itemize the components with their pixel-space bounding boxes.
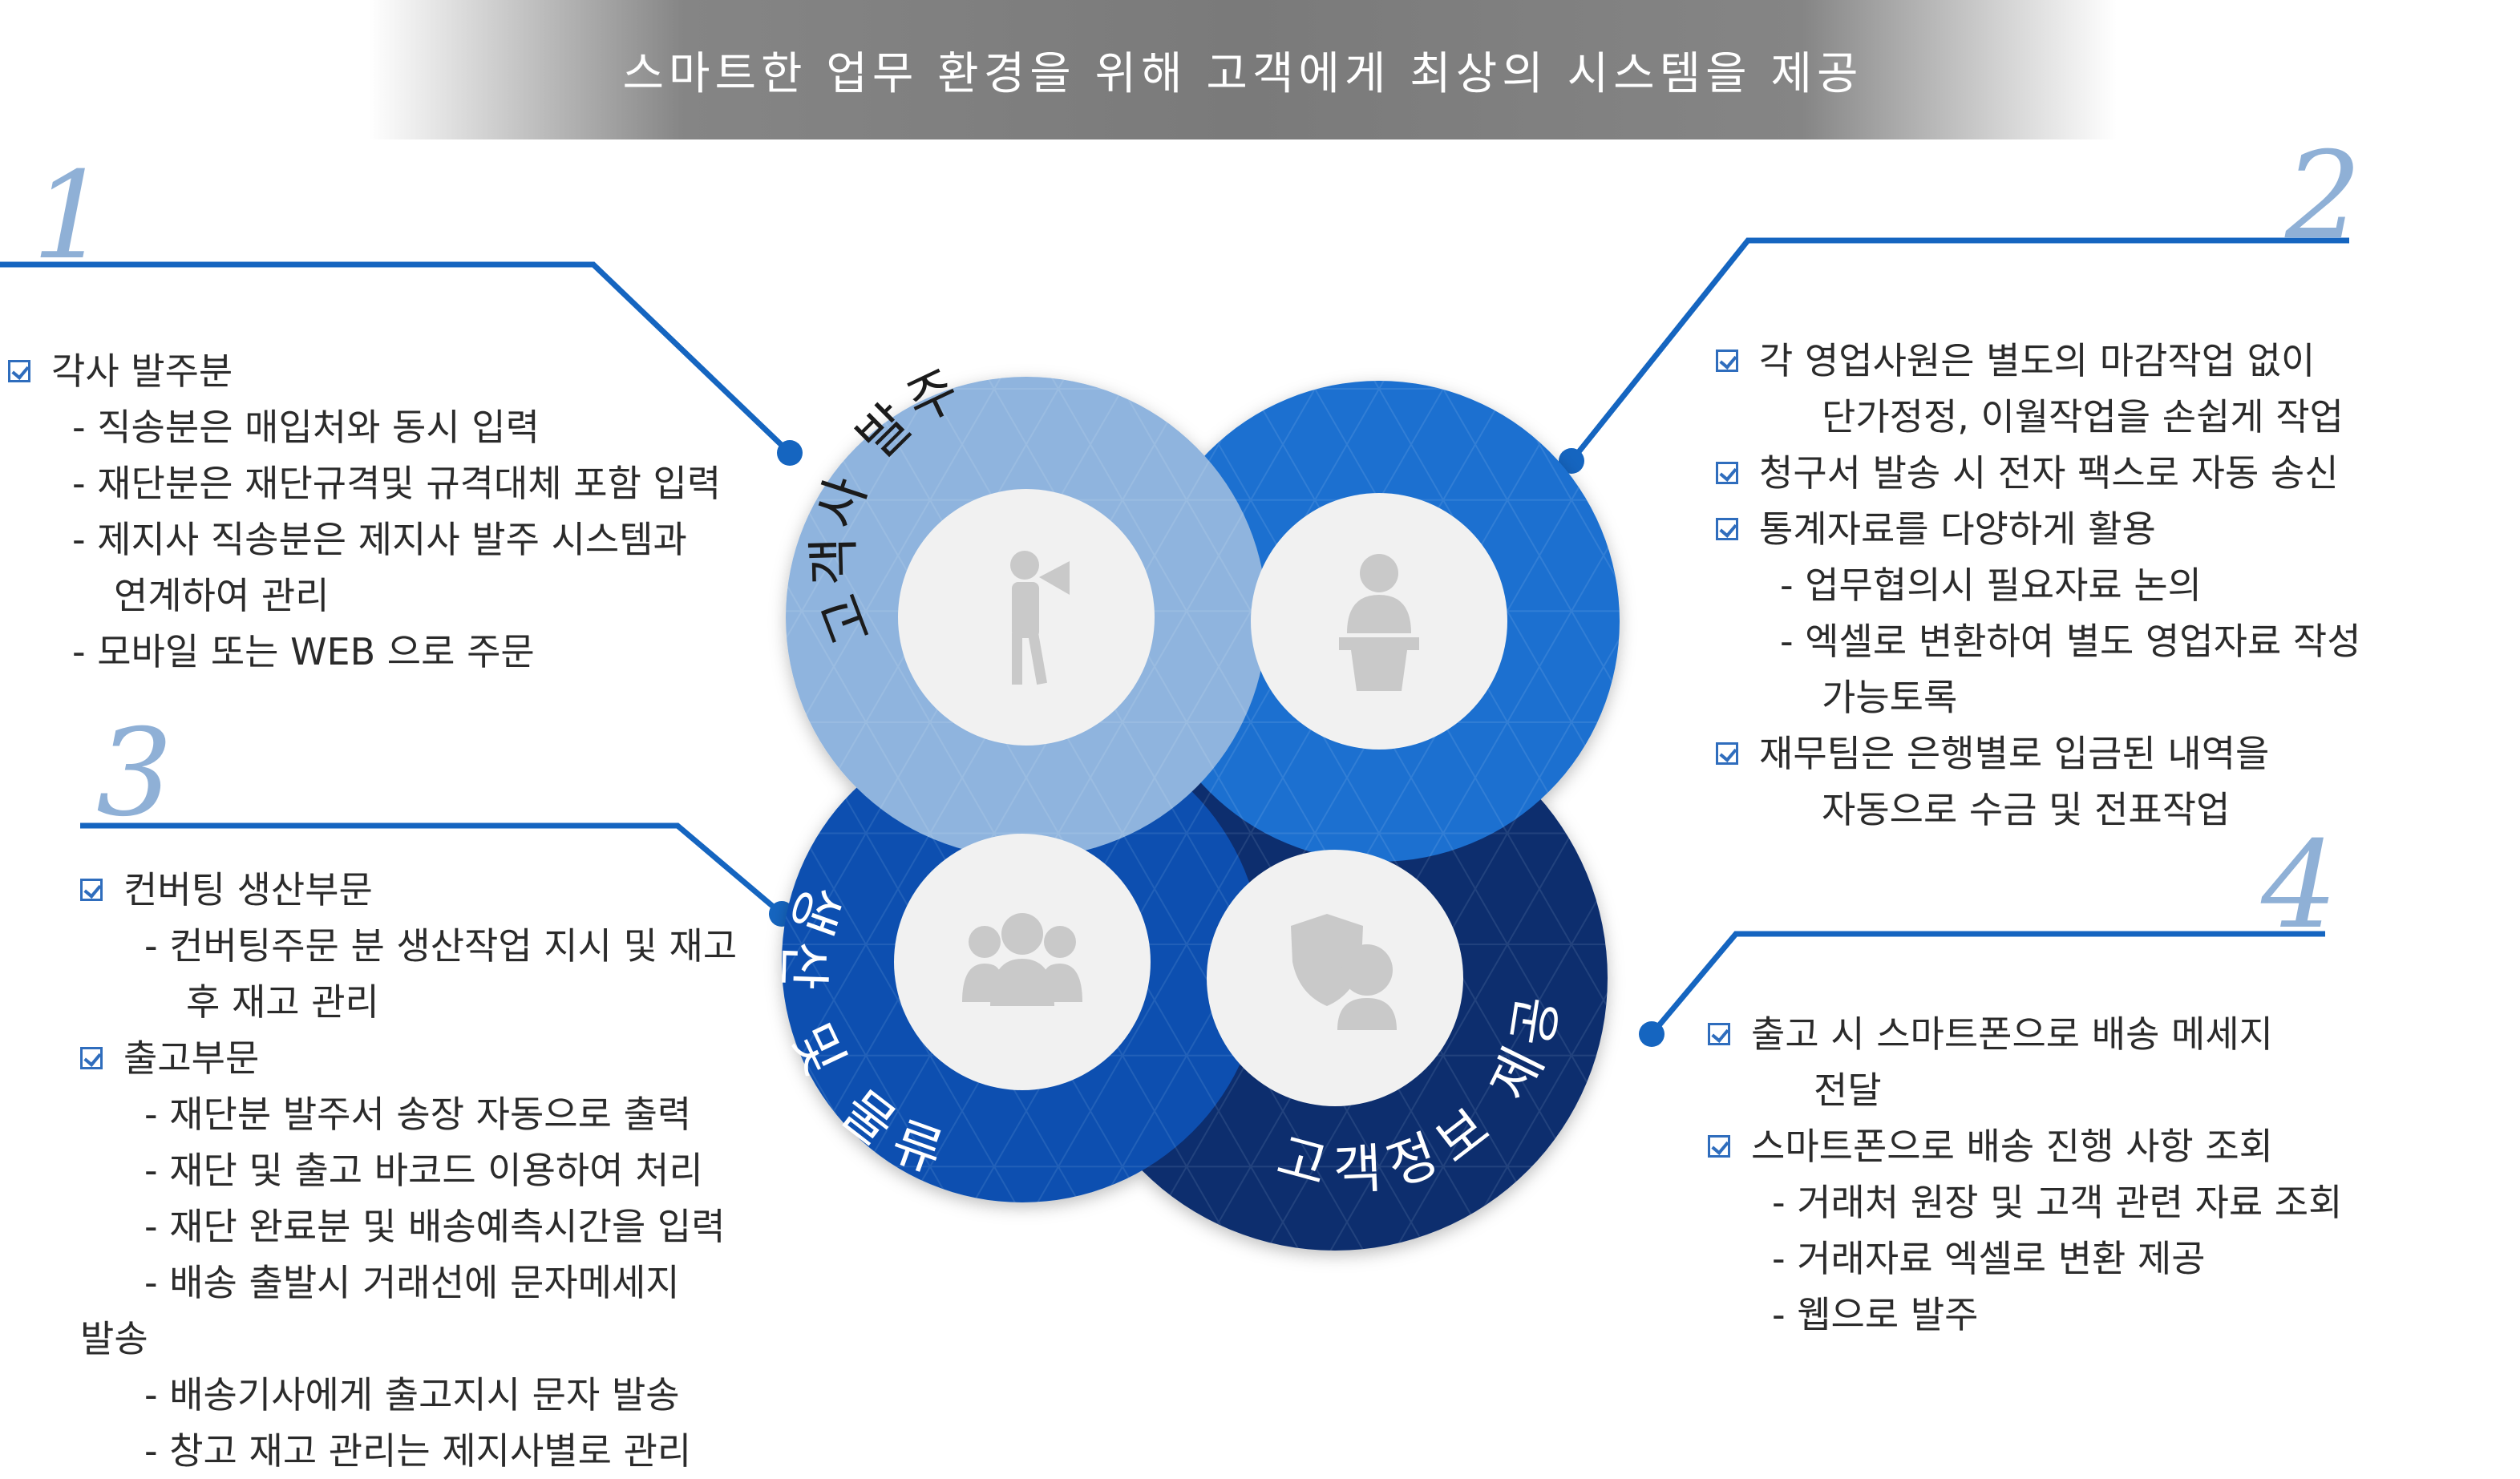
checkbox-icon bbox=[1716, 518, 1738, 540]
panel-item: 재단분은 재단규격및 규격대체 포함 입력 bbox=[8, 455, 721, 511]
panel-item-text: 모바일 또는 WEB 으로 주문 bbox=[8, 624, 534, 680]
checkbox-icon bbox=[8, 360, 30, 382]
panel-item: 제지사 직송분은 제지사 발주 시스템과 bbox=[8, 511, 721, 568]
ring-label-2: 영업 및 재무 bbox=[1256, 276, 1659, 407]
checkbox-icon bbox=[1716, 350, 1738, 372]
panel-item: 컨버팅주문 분 생산작업 지시 및 재고 bbox=[80, 918, 737, 974]
panel-item-text: 후 재고 관리 bbox=[186, 980, 379, 1024]
connector-line-4 bbox=[1649, 931, 2325, 1037]
panel-item: 배송 출발시 거래선에 문자메세지 bbox=[80, 1255, 737, 1311]
panel-item: 자동으로 수금 및 전표작업 bbox=[1716, 782, 2361, 838]
section-number-3: 3 bbox=[96, 704, 173, 843]
panel-item: 후 재고 관리 bbox=[80, 974, 737, 1030]
panel-item-text: 출고부문 bbox=[123, 1037, 260, 1080]
panel-item: 발송 bbox=[80, 1311, 737, 1367]
header-banner bbox=[369, 0, 2117, 139]
panel-item: 창고 재고 관리는 제지사별로 관리 bbox=[80, 1423, 737, 1479]
panel-item: 모바일 또는 WEB 으로 주문 bbox=[8, 624, 721, 680]
panel-item: 단가정정, 이월작업을 손쉽게 작업 bbox=[1716, 389, 2361, 445]
panel-item-text: 업무협의시 필요자료 논의 bbox=[1716, 557, 2202, 613]
panel-item: 출고 시 스마트폰으로 배송 메세지 bbox=[1708, 1006, 2342, 1062]
panel-item: 각사 발주분 bbox=[8, 343, 721, 399]
panel-item: 전달 bbox=[1708, 1062, 2342, 1118]
section-panel-1: 각사 발주분직송분은 매입처와 동시 입력재단분은 재단규격및 규격대체 포함 … bbox=[8, 343, 721, 680]
panel-item: 통계자료를 다양하게 활용 bbox=[1716, 501, 2361, 557]
panel-item-text: 전달 bbox=[1814, 1069, 1882, 1112]
checkbox-icon bbox=[1708, 1023, 1730, 1045]
connector-lines bbox=[0, 237, 2349, 1037]
panel-item-text: 스마트폰으로 배송 진행 사항 조회 bbox=[1751, 1125, 2273, 1168]
connector-line-2 bbox=[1569, 237, 2349, 463]
panel-item-text: 재단분은 재단규격및 규격대체 포함 입력 bbox=[8, 455, 721, 511]
panel-item: 거래처 원장 및 고객 관련 자료 조회 bbox=[1708, 1174, 2342, 1230]
checkbox-icon bbox=[1708, 1135, 1730, 1158]
panel-item-text: 발송 bbox=[80, 1317, 148, 1360]
panel-item: 재단 및 출고 바코드 이용하여 처리 bbox=[80, 1142, 737, 1198]
panel-item: 직송분은 매입처와 동시 입력 bbox=[8, 399, 721, 455]
panel-item: 출고부문 bbox=[80, 1030, 737, 1086]
panel-item-text: 연계하여 관리 bbox=[114, 574, 330, 617]
panel-item: 배송기사에게 출고지시 문자 발송 bbox=[80, 1367, 737, 1423]
panel-item-text: 재단분 발주서 송장 자동으로 출력 bbox=[80, 1086, 691, 1142]
panel-item-text: 거래자료 엑셀로 변환 제공 bbox=[1708, 1230, 2205, 1287]
section-number-2: 2 bbox=[2285, 127, 2362, 266]
section-number-1: 1 bbox=[32, 147, 109, 286]
panel-item-text: 배송 출발시 거래선에 문자메세지 bbox=[80, 1255, 679, 1311]
section-number-4: 4 bbox=[2261, 816, 2338, 956]
megaphone-person-icon bbox=[1010, 551, 1070, 685]
panel-item-text: 각사 발주분 bbox=[51, 350, 233, 393]
panel-item-text: 웹으로 발주 bbox=[1708, 1287, 1978, 1343]
panel-item-text: 배송기사에게 출고지시 문자 발송 bbox=[80, 1367, 679, 1423]
panel-item: 재단 완료분 및 배송예측시간을 입력 bbox=[80, 1198, 737, 1255]
panel-item-text: 컨버팅 생산부문 bbox=[123, 868, 373, 911]
panel-item-text: 각 영업사원은 별도의 마감작업 없이 bbox=[1759, 339, 2316, 382]
checkbox-icon bbox=[1716, 462, 1738, 484]
connector-line-3 bbox=[80, 822, 784, 916]
panel-item-text: 재단 완료분 및 배송예측시간을 입력 bbox=[80, 1198, 725, 1255]
team-group-icon bbox=[962, 913, 1082, 1006]
panel-item-text: 출고 시 스마트폰으로 배송 메세지 bbox=[1751, 1012, 2273, 1056]
panel-item-text: 거래처 원장 및 고객 관련 자료 조회 bbox=[1708, 1174, 2342, 1230]
panel-item-text: 제지사 직송분은 제지사 발주 시스템과 bbox=[8, 511, 687, 568]
speaker-podium-icon bbox=[1339, 554, 1419, 691]
panel-item: 가능토록 bbox=[1716, 669, 2361, 725]
panel-item: 업무협의시 필요자료 논의 bbox=[1716, 557, 2361, 613]
connector-dot-4 bbox=[1639, 1021, 1664, 1047]
panel-item-text: 재무팀은 은행별로 입금된 내역을 bbox=[1759, 732, 2270, 775]
section-panel-3: 컨버팅 생산부문컨버팅주문 분 생산작업 지시 및 재고후 재고 관리출고부문재… bbox=[80, 862, 737, 1479]
panel-item: 연계하여 관리 bbox=[8, 568, 721, 624]
connector-line-1 bbox=[0, 261, 792, 455]
panel-item-text: 엑셀로 변환하여 별도 영업자료 작성 bbox=[1716, 613, 2360, 669]
checkbox-icon bbox=[80, 879, 103, 901]
panel-item: 엑셀로 변환하여 별도 영업자료 작성 bbox=[1716, 613, 2360, 669]
panel-item: 웹으로 발주 bbox=[1708, 1287, 2342, 1343]
panel-item-text: 자동으로 수금 및 전표작업 bbox=[1822, 788, 2231, 831]
panel-item: 컨버팅 생산부문 bbox=[80, 862, 737, 918]
connector-dot-2 bbox=[1559, 448, 1584, 474]
connector-dot-1 bbox=[777, 440, 803, 466]
panel-item: 스마트폰으로 배송 진행 사항 조회 bbox=[1708, 1118, 2342, 1174]
panel-item-text: 컨버팅주문 분 생산작업 지시 및 재고 bbox=[80, 918, 737, 974]
panel-item-text: 재단 및 출고 바코드 이용하여 처리 bbox=[80, 1142, 703, 1198]
panel-item: 청구서 발송 시 전자 팩스로 자동 송신 bbox=[1716, 445, 2361, 501]
panel-item: 재무팀은 은행별로 입금된 내역을 bbox=[1716, 725, 2361, 782]
panel-item-text: 통계자료를 다양하게 활용 bbox=[1759, 507, 2156, 551]
shield-person-icon bbox=[1291, 914, 1397, 1030]
panel-item-text: 직송분은 매입처와 동시 입력 bbox=[8, 399, 540, 455]
checkbox-icon bbox=[1716, 742, 1738, 765]
panel-item-text: 단가정정, 이월작업을 손쉽게 작업 bbox=[1822, 395, 2344, 438]
panel-item-text: 창고 재고 관리는 제지사별로 관리 bbox=[80, 1423, 691, 1479]
page-title: 스마트한 업무 환경을 위해 고객에게 최상의 시스템을 제공 bbox=[622, 47, 1863, 100]
panel-item-text: 가능토록 bbox=[1822, 676, 1958, 719]
panel-item: 거래자료 엑셀로 변환 제공 bbox=[1708, 1230, 2342, 1287]
panel-item-text: 청구서 발송 시 전자 팩스로 자동 송신 bbox=[1759, 451, 2339, 495]
checkbox-icon bbox=[80, 1047, 103, 1069]
panel-item: 각 영업사원은 별도의 마감작업 없이 bbox=[1716, 333, 2361, 389]
panel-item: 재단분 발주서 송장 자동으로 출력 bbox=[80, 1086, 737, 1142]
